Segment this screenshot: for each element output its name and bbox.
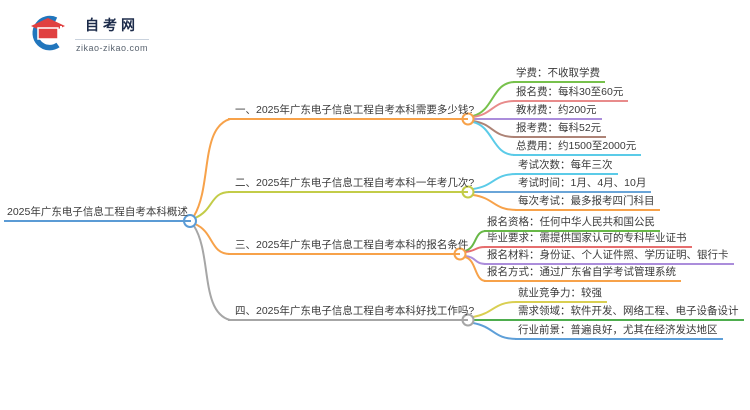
site-logo: 自考网 zikao-zikao.com: [28, 13, 149, 53]
leaf-register-method[interactable]: 报名方式：通过广东省自学考试管理系统: [484, 265, 681, 282]
connector-line: [472, 301, 518, 318]
connector-line: [472, 194, 518, 211]
leaf-textbook-fee[interactable]: 教材费：约200元: [513, 103, 602, 120]
branch-topic-employment[interactable]: 四、2025年广东电子信息工程自考本科好找工作吗?: [228, 304, 474, 321]
connector-line: [194, 223, 231, 255]
graduation-cap-logo-icon: [31, 15, 65, 51]
leaf-competitiveness[interactable]: 就业竞争力：较强: [515, 286, 607, 303]
leaf-materials[interactable]: 报名材料：身份证、个人证件照、学历证明、银行卡: [484, 248, 734, 265]
leaf-total-cost[interactable]: 总费用：约1500至2000元: [513, 139, 642, 156]
leaf-exam-times[interactable]: 考试次数：每年三次: [515, 158, 618, 175]
connector-line: [472, 100, 516, 118]
leaf-exam-schedule[interactable]: 考试时间：1月、4月、10月: [515, 176, 652, 193]
connector-line: [193, 225, 231, 321]
leaf-demand-fields[interactable]: 需求领域：软件开发、网络工程、电子设备设计: [515, 304, 744, 321]
leaf-exam-subjects[interactable]: 每次考试：最多报考四门科目: [515, 194, 660, 211]
leaf-graduation-require[interactable]: 毕业要求：需提供国家认可的专科毕业证书: [484, 231, 692, 248]
connector-line: [464, 230, 487, 252]
connector-line: [472, 173, 518, 190]
connector-line: [193, 118, 231, 217]
connector-line: [464, 246, 487, 253]
branch-topic-registration-conditions[interactable]: 三、2025年广东电子信息工程自考本科的报名条件: [228, 238, 468, 255]
leaf-tuition-fee[interactable]: 学费：不收取学费: [513, 66, 605, 83]
central-topic[interactable]: 2025年广东电子信息工程自考本科概述: [4, 205, 191, 222]
leaf-register-fee[interactable]: 报名费：每科30至60元: [513, 85, 629, 102]
connector-line: [472, 81, 516, 117]
logo-text: 自考网 zikao-zikao.com: [75, 13, 149, 53]
logo-domain: zikao-zikao.com: [75, 43, 149, 53]
logo-title: 自考网: [75, 13, 149, 40]
branch-topic-cost[interactable]: 一、2025年广东电子信息工程自考本科需要多少钱?: [228, 103, 474, 120]
connector-line: [464, 255, 487, 265]
leaf-eligibility[interactable]: 报名资格：任何中华人民共和国公民: [484, 215, 660, 232]
connector-line: [472, 322, 518, 340]
connector-line: [472, 120, 516, 138]
leaf-industry-outlook[interactable]: 行业前景：普遍良好，尤其在经济发达地区: [515, 323, 723, 340]
leaf-exam-fee[interactable]: 报考费：每科52元: [513, 121, 607, 138]
connector-line: [464, 256, 487, 282]
connector-line: [194, 191, 231, 219]
branch-topic-exam-frequency[interactable]: 二、2025年广东电子信息工程自考本科一年考几次?: [228, 176, 474, 193]
connector-line: [472, 121, 516, 156]
